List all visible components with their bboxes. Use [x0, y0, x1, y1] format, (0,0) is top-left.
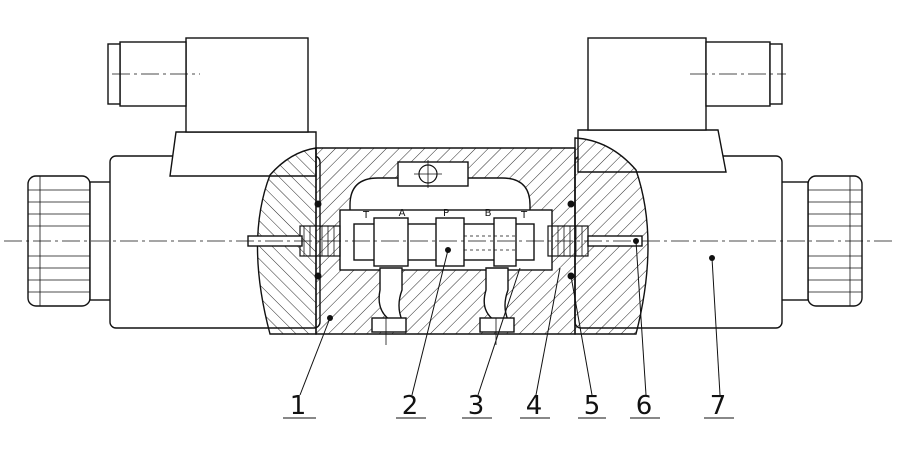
port-label-t-right: T [520, 210, 528, 221]
o-ring-marker [314, 200, 322, 208]
callout-7: 7 [710, 391, 727, 421]
callout-4: 4 [526, 391, 543, 421]
left-override-knob [27, 175, 113, 307]
callout-3: 3 [468, 391, 485, 421]
callout-1: 1 [290, 391, 307, 421]
spool [353, 217, 535, 267]
callout-5: 5 [584, 391, 601, 421]
port-label-t-left: T [362, 210, 370, 221]
o-ring-marker [567, 200, 575, 208]
port-label-p: P [443, 208, 449, 219]
leader-lines [283, 240, 734, 419]
callout-2: 2 [402, 391, 419, 421]
callout-6: 6 [636, 391, 653, 421]
port-label-a: A [399, 208, 406, 219]
o-ring-marker [314, 272, 322, 280]
port-label-b: B [485, 208, 492, 219]
